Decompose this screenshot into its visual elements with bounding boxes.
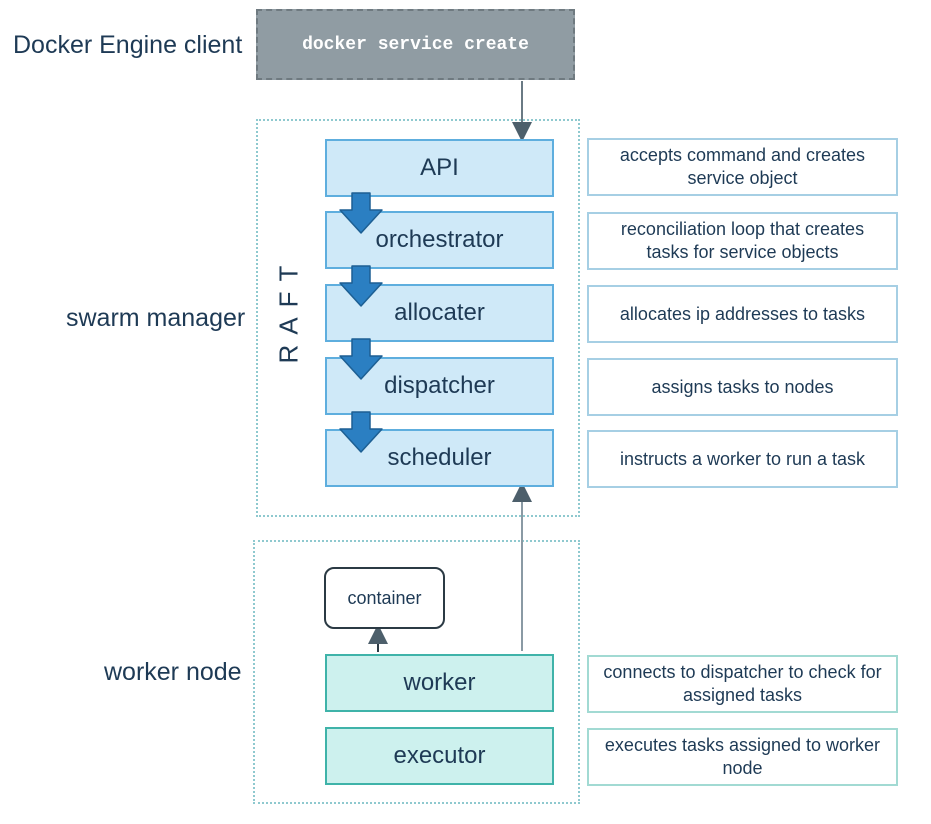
description-api: accepts command and creates service obje… — [587, 138, 898, 196]
flow-arrow-orchestrator-allocater — [339, 265, 383, 307]
component-worker: worker — [325, 654, 554, 712]
component-allocater: allocater — [325, 284, 554, 342]
swarm-manager-region — [256, 119, 580, 517]
swarm-manager-label: swarm manager — [66, 304, 246, 332]
component-scheduler: scheduler — [325, 429, 554, 487]
flow-arrow-allocater-dispatcher — [339, 338, 383, 380]
description-orchestrator: reconciliation loop that creates tasks f… — [587, 212, 898, 270]
description-executor: executes tasks assigned to worker node — [587, 728, 898, 786]
description-allocater: allocates ip addresses to tasks — [587, 285, 898, 343]
component-api: API — [325, 139, 554, 197]
flow-arrow-dispatcher-scheduler — [339, 411, 383, 453]
command-box: docker service create — [256, 9, 575, 80]
description-scheduler: instructs a worker to run a task — [587, 430, 898, 488]
description-worker: connects to dispatcher to check for assi… — [587, 655, 898, 713]
worker-node-region — [253, 540, 580, 804]
client-label: Docker Engine client — [13, 31, 243, 59]
description-dispatcher: assigns tasks to nodes — [587, 358, 898, 416]
component-executor: executor — [325, 727, 554, 785]
flow-arrow-api-orchestrator — [339, 192, 383, 234]
container-box: container — [324, 567, 445, 629]
worker-node-label: worker node — [104, 658, 242, 686]
